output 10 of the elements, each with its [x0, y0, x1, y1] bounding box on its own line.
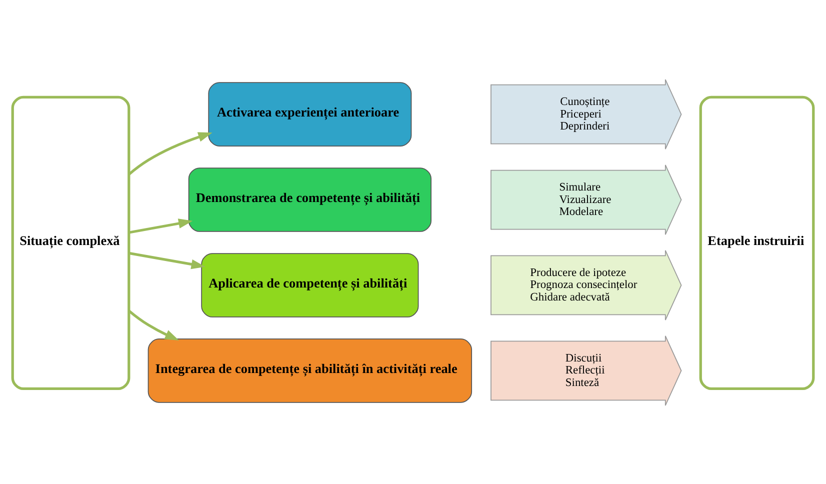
- arrow: [128, 309, 180, 340]
- node-box: Aplicarea de competențe și abilități: [201, 252, 419, 317]
- node-box: Activarea experienței anterioare: [208, 82, 412, 146]
- node-box: Situație complexă: [11, 95, 130, 390]
- node-box: Integrarea de competențe și abilități în activități reale: [148, 338, 472, 402]
- arrow: [128, 251, 206, 269]
- node-box: Etapele instruirii: [699, 95, 815, 390]
- node-box: Demonstrarea de competențe și abilități: [188, 167, 432, 232]
- arrow: [128, 218, 193, 234]
- arrow: [128, 132, 212, 175]
